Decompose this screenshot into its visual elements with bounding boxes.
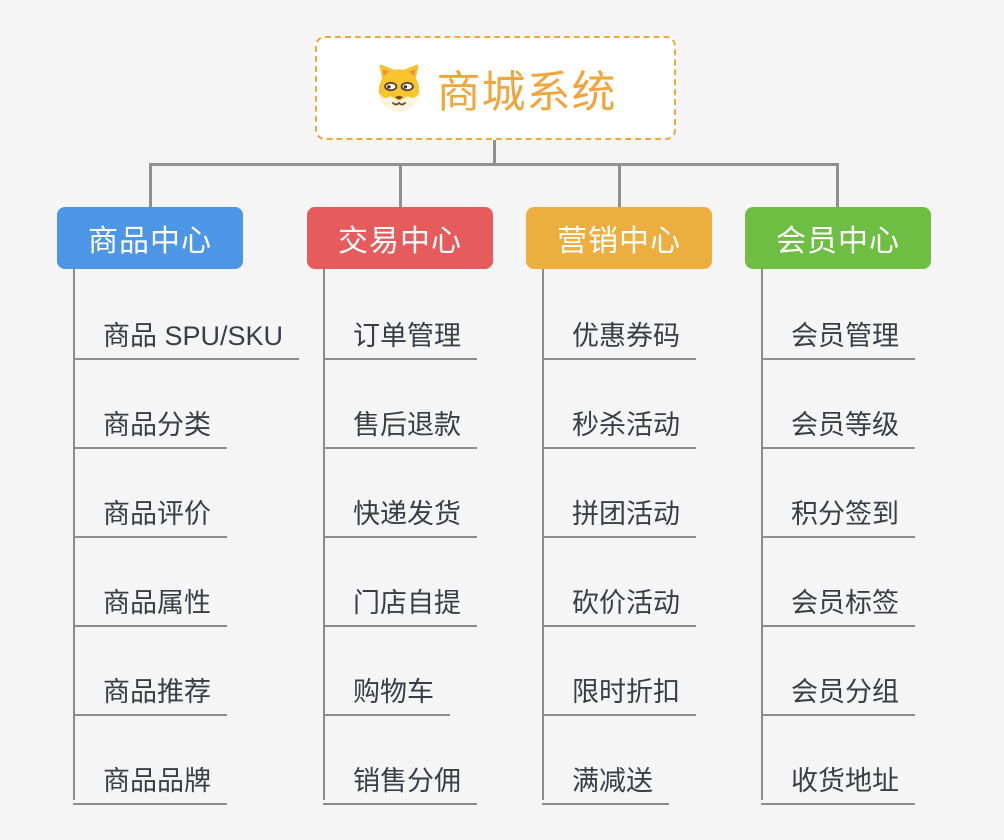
connector-horizontal-bus: [149, 163, 839, 166]
connector-spine: [73, 269, 75, 800]
child-topic[interactable]: 商品评价: [73, 487, 227, 538]
branch-node-trade-center[interactable]: 交易中心: [307, 207, 493, 269]
child-topic[interactable]: 购物车: [323, 665, 450, 716]
child-topic[interactable]: 积分签到: [761, 487, 915, 538]
child-topic[interactable]: 商品分类: [73, 398, 227, 449]
branch-node-marketing-center[interactable]: 营销中心: [526, 207, 712, 269]
child-topic[interactable]: 拼团活动: [542, 487, 696, 538]
child-topic[interactable]: 销售分佣: [323, 754, 477, 805]
child-topic[interactable]: 订单管理: [323, 309, 477, 360]
child-topic[interactable]: 商品属性: [73, 576, 227, 627]
child-topic[interactable]: 会员管理: [761, 309, 915, 360]
connector-drop: [399, 163, 402, 208]
child-topic[interactable]: 商品推荐: [73, 665, 227, 716]
child-topic[interactable]: 门店自提: [323, 576, 477, 627]
branch-node-product-center[interactable]: 商品中心: [57, 207, 243, 269]
connector-spine: [323, 269, 325, 800]
branch-node-member-center[interactable]: 会员中心: [745, 207, 931, 269]
child-topic[interactable]: 商品品牌: [73, 754, 227, 805]
child-topic[interactable]: 快递发货: [323, 487, 477, 538]
child-topic[interactable]: 限时折扣: [542, 665, 696, 716]
child-topic[interactable]: 商品 SPU/SKU: [73, 309, 300, 360]
child-topic[interactable]: 秒杀活动: [542, 398, 696, 449]
root-node[interactable]: 商城系统: [315, 36, 676, 140]
child-topic[interactable]: 收货地址: [761, 754, 915, 805]
root-title: 商城系统: [436, 68, 617, 117]
child-topic[interactable]: 砍价活动: [542, 576, 696, 627]
child-topic[interactable]: 会员分组: [761, 665, 915, 716]
connector-drop: [149, 163, 152, 208]
child-topic[interactable]: 会员标签: [761, 576, 915, 627]
connector-drop: [618, 163, 621, 208]
child-topic[interactable]: 售后退款: [323, 398, 477, 449]
connector-drop: [836, 163, 839, 208]
connector-spine: [761, 269, 763, 800]
connector-spine: [542, 269, 544, 800]
connector-root-stem: [493, 140, 496, 164]
child-topic[interactable]: 会员等级: [761, 398, 915, 449]
child-topic[interactable]: 优惠券码: [542, 309, 696, 360]
dog-face-icon: [378, 64, 419, 112]
child-topic[interactable]: 满减送: [542, 754, 669, 805]
